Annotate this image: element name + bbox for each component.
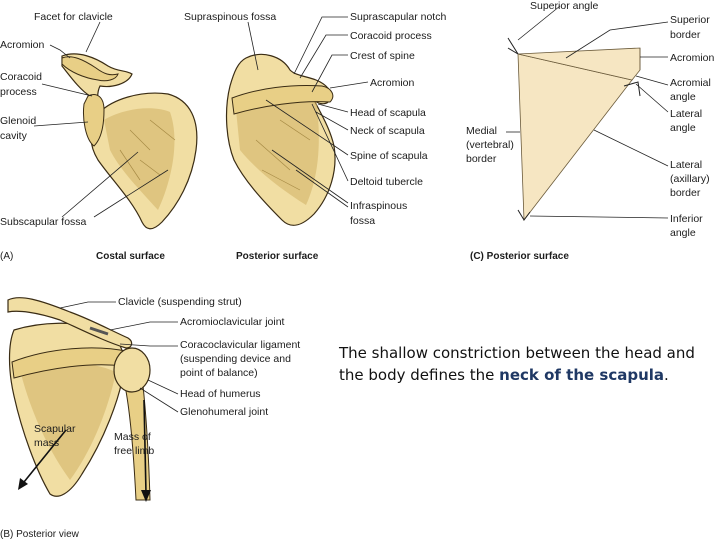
- caption-panel-b: (B) Posterior view: [0, 529, 80, 540]
- caption-panel-a-letter: (A): [0, 251, 13, 262]
- label-glenohumeral-joint: Glenohumeral joint: [180, 406, 268, 418]
- triangle-schematic: [507, 37, 641, 222]
- label-clavicle: Clavicle (suspending strut): [118, 296, 242, 308]
- label-lateral-border: Lateral(axillary)border: [670, 159, 710, 199]
- caption-posterior-surface: Posterior surface: [236, 251, 319, 262]
- label-spine-of-scapula: Spine of scapula: [350, 150, 428, 162]
- panel-a-leader-lines: [33, 16, 369, 218]
- costal-scapula-drawing: [61, 53, 198, 230]
- posterior-view-drawing: [7, 297, 151, 502]
- explanation-text: The shallow constriction between the hea…: [339, 342, 699, 386]
- label-superior-angle: Superior angle: [530, 0, 598, 12]
- caption-panel-c: (C) Posterior surface: [470, 251, 569, 262]
- label-coracoclavicular-ligament: Coracoclavicular ligament(suspending dev…: [180, 339, 300, 379]
- label-acromion-costal: Acromion: [0, 39, 45, 51]
- label-facet-for-clavicle: Facet for clavicle: [34, 11, 113, 23]
- panel-b-leader-lines: [59, 301, 179, 413]
- label-head-of-scapula: Head of scapula: [350, 107, 426, 119]
- label-acromion-schematic: Acromion: [670, 52, 715, 64]
- label-subscapular-fossa: Subscapular fossa: [0, 216, 87, 228]
- label-coracoid-process-posterior: Coracoid process: [350, 30, 432, 42]
- label-head-of-humerus: Head of humerus: [180, 388, 261, 400]
- label-acromion-posterior: Acromion: [370, 77, 415, 89]
- label-suprascapular-notch: Suprascapular notch: [350, 11, 446, 23]
- label-crest-of-spine: Crest of spine: [350, 50, 415, 62]
- label-supraspinous-fossa: Supraspinous fossa: [184, 11, 276, 23]
- explanation-text-body: The shallow constriction between the hea…: [339, 344, 695, 384]
- label-medial-border: Medial(vertebral)border: [466, 125, 514, 165]
- label-acromioclavicular-joint: Acromioclavicular joint: [180, 316, 285, 328]
- panel-c-leader-lines: [506, 5, 669, 219]
- caption-costal-surface: Costal surface: [96, 251, 165, 262]
- posterior-scapula-drawing: [225, 53, 336, 226]
- neck-of-scapula-highlight: neck of the scapula: [499, 366, 665, 384]
- label-neck-of-scapula: Neck of scapula: [350, 125, 425, 137]
- explanation-text-end: .: [664, 366, 669, 384]
- label-deltoid-tubercle: Deltoid tubercle: [350, 176, 423, 188]
